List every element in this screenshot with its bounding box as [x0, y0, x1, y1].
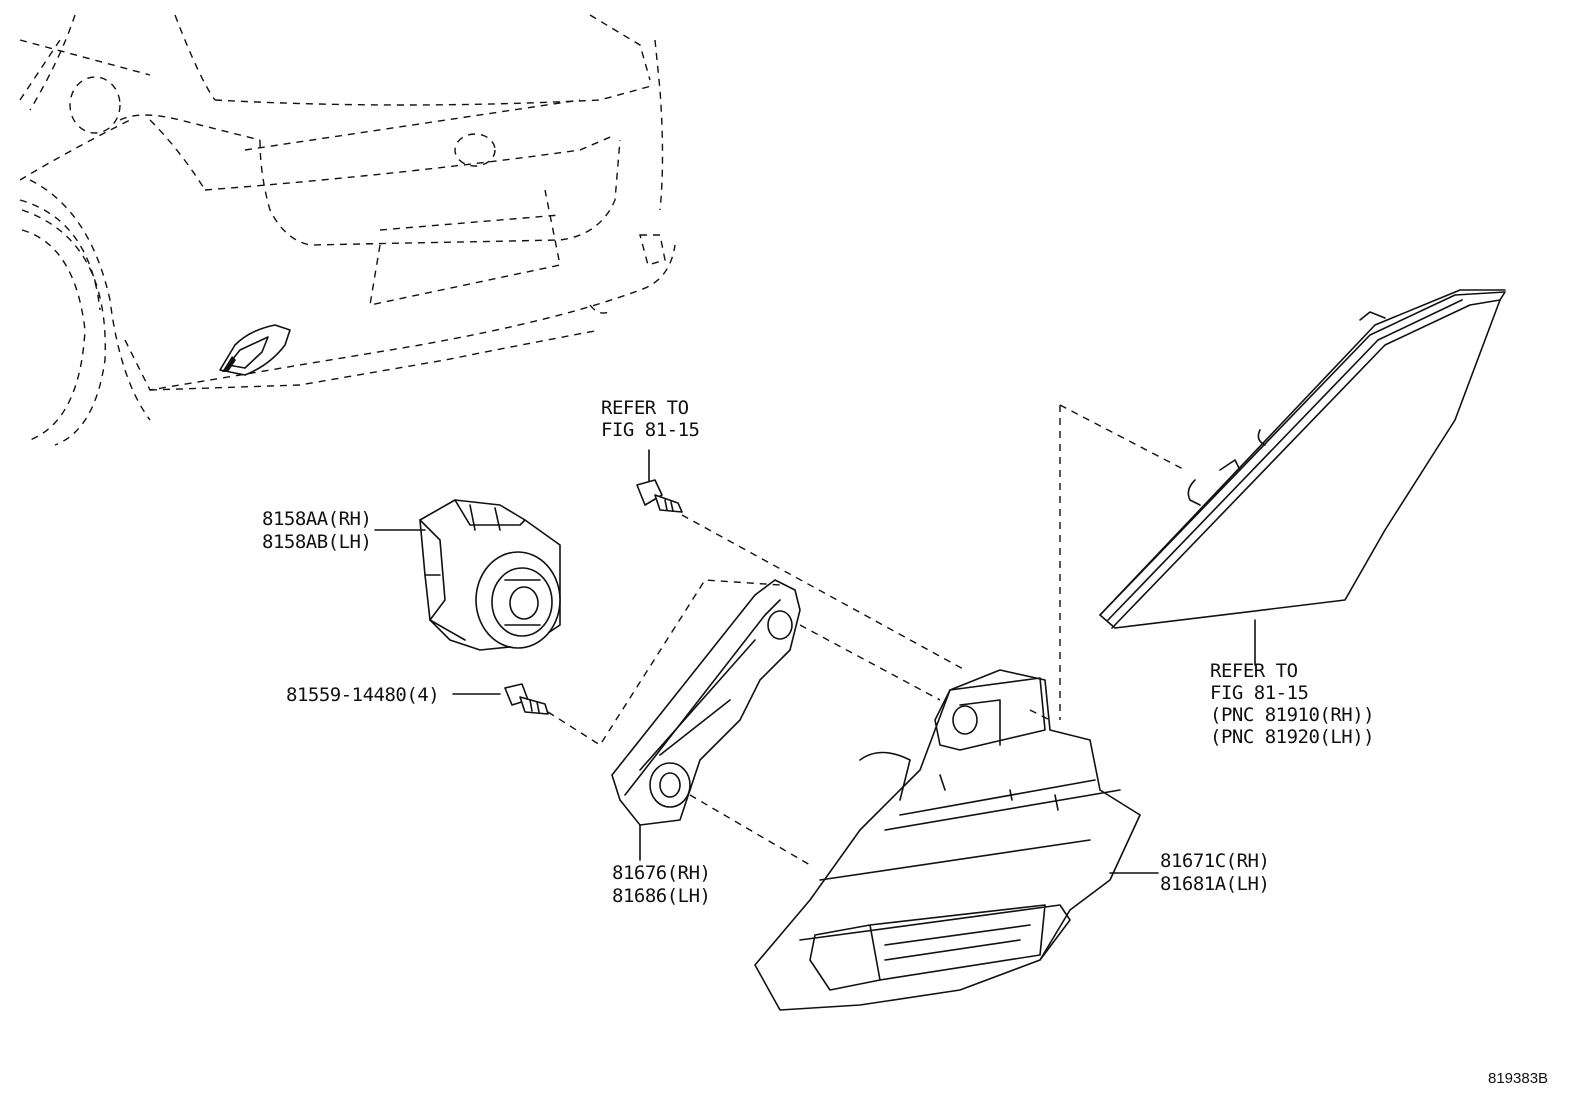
refer-top-line1: REFER TO — [601, 397, 689, 419]
outer-lens-part — [1099, 289, 1506, 666]
screw-label: 81559-14480(4) — [286, 684, 440, 706]
socket-lh-label: 8158AB(LH) — [262, 531, 372, 553]
refer-right-line4: (PNC 81920(LH)) — [1210, 726, 1375, 748]
refer-right-line3: (PNC 81910(RH)) — [1210, 704, 1375, 726]
assembly-guide-lines — [547, 404, 1186, 866]
refer-top-line2: FIG 81-15 — [601, 419, 700, 441]
refer-right-line2: FIG 81-15 — [1210, 682, 1309, 704]
refer-right-line1: REFER TO — [1210, 660, 1298, 682]
lamp-lh-label: 81681A(LH) — [1160, 873, 1270, 895]
bracket-part — [611, 579, 801, 861]
vehicle-rear-outline — [19, 14, 676, 446]
bracket-rh-label: 81676(RH) — [612, 862, 711, 884]
lamp-rh-label: 81671C(RH) — [1160, 850, 1270, 872]
bracket-lh-label: 81686(LH) — [612, 885, 711, 907]
bolt-top — [636, 449, 683, 513]
socket-rh-label: 8158AA(RH) — [262, 508, 372, 530]
socket-part — [419, 499, 561, 651]
diagram-id: 819383B — [1488, 1070, 1549, 1087]
lamp-part — [754, 669, 1141, 1011]
screw-part — [452, 683, 549, 715]
